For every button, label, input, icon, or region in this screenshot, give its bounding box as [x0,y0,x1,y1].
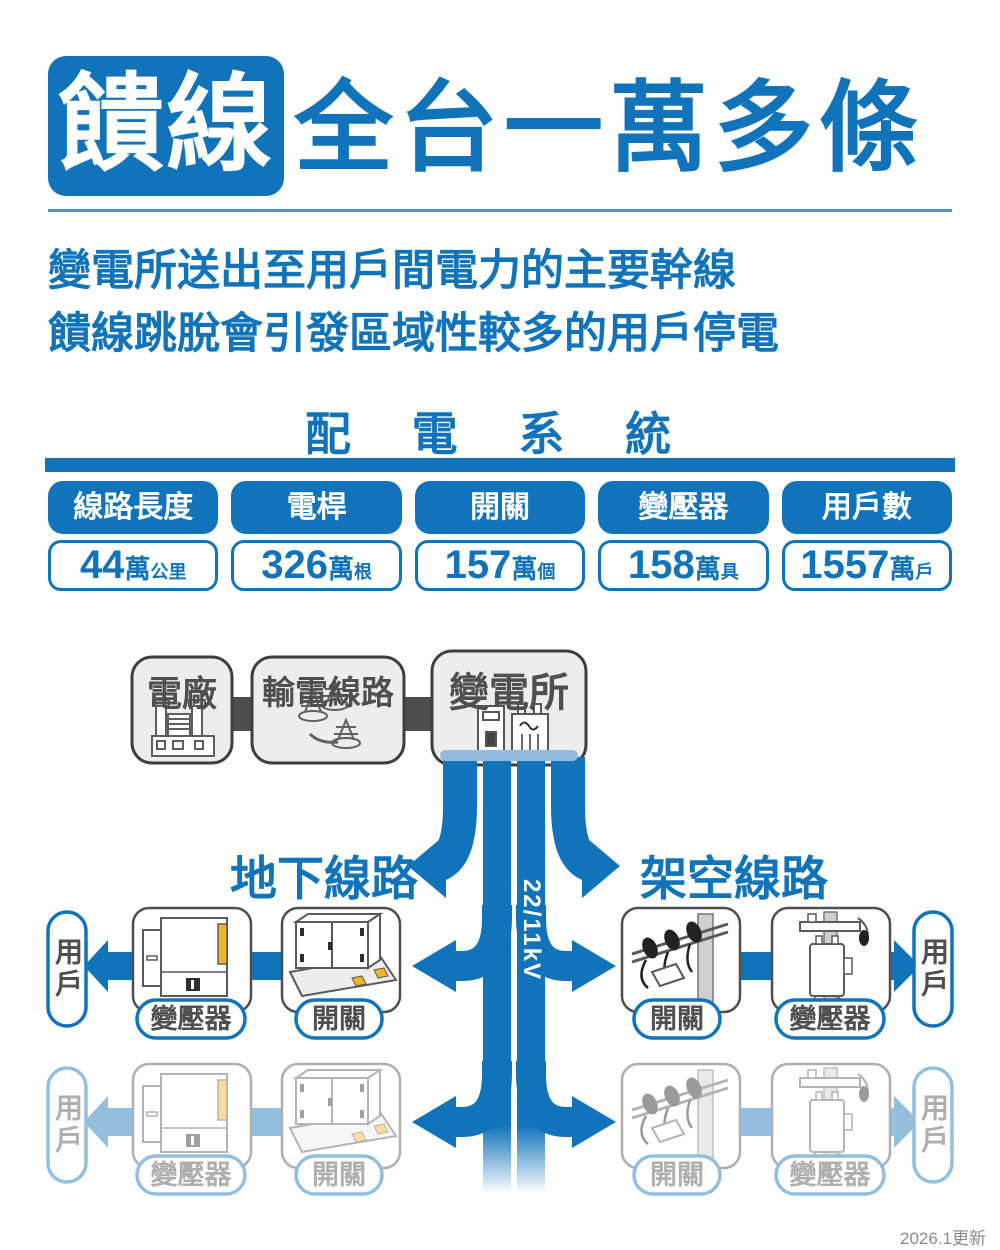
equipment-label-switch: 開關 [312,1004,366,1034]
stat-value: 1557萬戶 [781,540,953,591]
equipment-label-transformer: 變壓器 [150,1160,232,1190]
stat-value: 44萬公里 [48,540,219,591]
title-divider [48,209,952,212]
node-label-transmission: 輸電線路 [262,674,394,711]
customer-label: 用戶 [52,937,83,1001]
substation-busbar [440,750,578,761]
equipment-label-switch: 開關 [312,1160,366,1190]
feeder-arrow-row2-right [516,1061,616,1148]
stat-header: 開關 [414,481,586,534]
voltage-label: 22/11kV [518,878,545,982]
description-line-2: 饋線跳脫會引發區域性較多的用戶停電 [48,310,779,358]
stat-column-transformers: 變壓器 158萬具 [598,481,769,591]
transmission-towers-icon [298,679,361,749]
equipment-label-transformer: 變壓器 [150,1004,232,1034]
feeder-arrow-row1-right [516,905,616,992]
section-divider-bar [45,458,955,472]
feeder-arrow-row2-left [412,1061,512,1148]
stat-value: 157萬個 [414,540,586,591]
update-date: 2026.1更新 [900,1229,986,1248]
stat-header: 變壓器 [598,481,769,534]
description-line-1: 變電所送出至用戶間電力的主要幹線 [48,247,736,295]
equipment-label-switch: 開關 [650,1004,704,1034]
feeder-arrow-row1-left [412,905,512,992]
stat-header: 電桿 [231,481,402,534]
node-label-power-plant: 電廠 [146,675,217,714]
underground-branch-arrow [408,757,477,898]
customer-label: 用戶 [52,1093,83,1157]
equipment-label-switch: 開關 [650,1160,704,1190]
stat-column-line-length: 線路長度 44萬公里 [48,481,219,591]
equipment-label-transformer: 變壓器 [789,1004,871,1034]
stat-header: 用戶數 [781,481,953,534]
branch-label-overhead: 架空線路 [640,852,828,905]
stat-column-customers: 用戶數 1557萬戶 [781,481,953,591]
power-plant-node [130,655,234,765]
stat-column-switches: 開關 157萬個 [414,481,586,591]
factory-icon [151,699,215,757]
customer-label: 用戶 [918,937,949,1001]
stats-table: 線路長度 44萬公里 電桿 326萬根 開關 157萬個 變壓器 158萬具 用… [48,481,953,591]
overhead-branch-arrow [551,757,620,898]
page-title: 全台一萬多條 [294,72,924,183]
stat-header: 線路長度 [48,481,219,534]
equipment-label-transformer: 變壓器 [789,1160,871,1190]
stat-column-poles: 電桿 326萬根 [231,481,402,591]
node-label-substation: 變電所 [449,671,569,715]
branch-label-underground: 地下線路 [230,852,418,905]
stat-value: 158萬具 [598,540,769,591]
title-badge: 饋線 [48,56,284,196]
section-title: 配 電 系 統 [304,408,696,460]
transmission-node [250,655,406,765]
customer-label: 用戶 [918,1093,949,1157]
stat-value: 326萬根 [231,540,402,591]
